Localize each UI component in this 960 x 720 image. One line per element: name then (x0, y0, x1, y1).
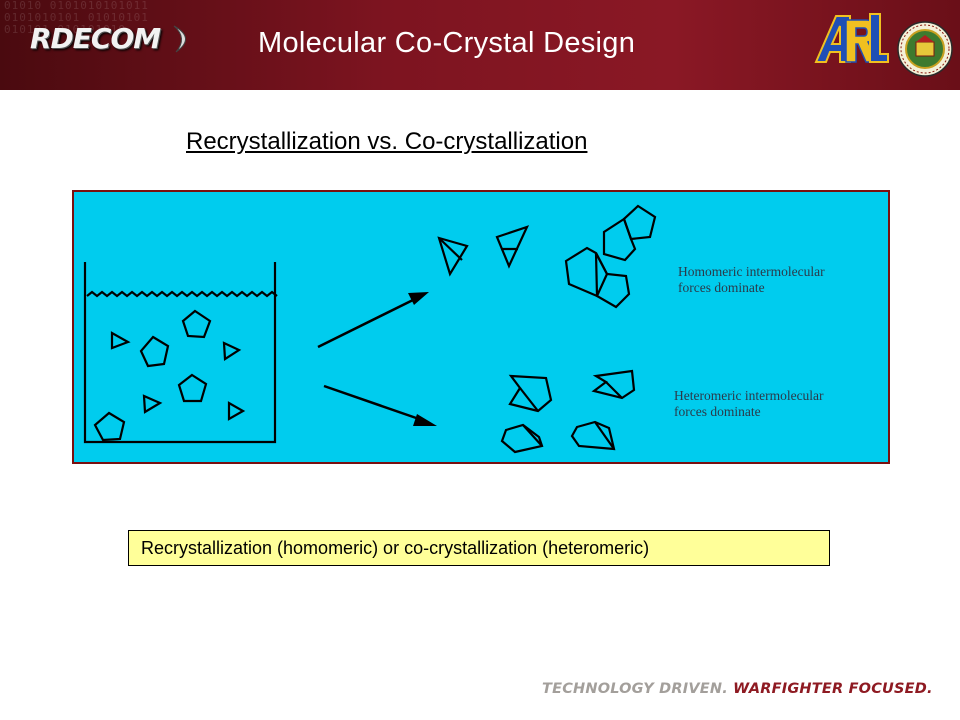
triangle-molecule (110, 331, 131, 350)
footer-tagline: TECHNOLOGY DRIVEN. WARFIGHTER FOCUSED. (542, 681, 933, 697)
binary-pattern: 01010 0101010101011 0101010101 01010101 … (4, 0, 149, 36)
pentagon-molecule (181, 309, 212, 339)
homomeric-crystals (437, 204, 657, 309)
heteromeric-label-line1: Heteromeric intermolecular (674, 388, 824, 403)
pentagon-molecule (139, 335, 170, 368)
tagline-technology: TECHNOLOGY DRIVEN. (542, 681, 728, 697)
caption-box: Recrystallization (homomeric) or co-crys… (128, 530, 830, 566)
homomeric-label-line1: Homomeric intermolecular (678, 264, 825, 279)
triangle-molecule (222, 341, 242, 361)
army-seal-icon (897, 21, 953, 77)
page-title: Molecular Co-Crystal Design (258, 27, 636, 59)
triangle-molecule (227, 401, 246, 421)
pentagon-molecule (93, 411, 126, 442)
rdecom-swoosh-icon (173, 25, 186, 53)
diagram-background (72, 190, 890, 464)
liquid-surface (86, 290, 278, 298)
rdecom-logo: RDECOM (30, 22, 161, 55)
pentagon-molecule (177, 373, 208, 403)
section-subtitle: Recrystallization vs. Co-crystallization (186, 128, 588, 155)
header-banner: 01010 0101010101011 0101010101 01010101 … (0, 0, 960, 90)
triangle-molecule (142, 394, 163, 414)
heteromeric-label-line2: forces dominate (674, 404, 761, 419)
arrows (317, 292, 437, 426)
heteromeric-crystals (500, 369, 636, 454)
tagline-warfighter: WARFIGHTER FOCUSED. (727, 681, 933, 697)
crystallization-diagram: Homomeric intermolecular forces dominate… (72, 190, 890, 464)
arl-logo (814, 13, 889, 63)
beaker (83, 262, 278, 444)
homomeric-label-line2: forces dominate (678, 280, 765, 295)
